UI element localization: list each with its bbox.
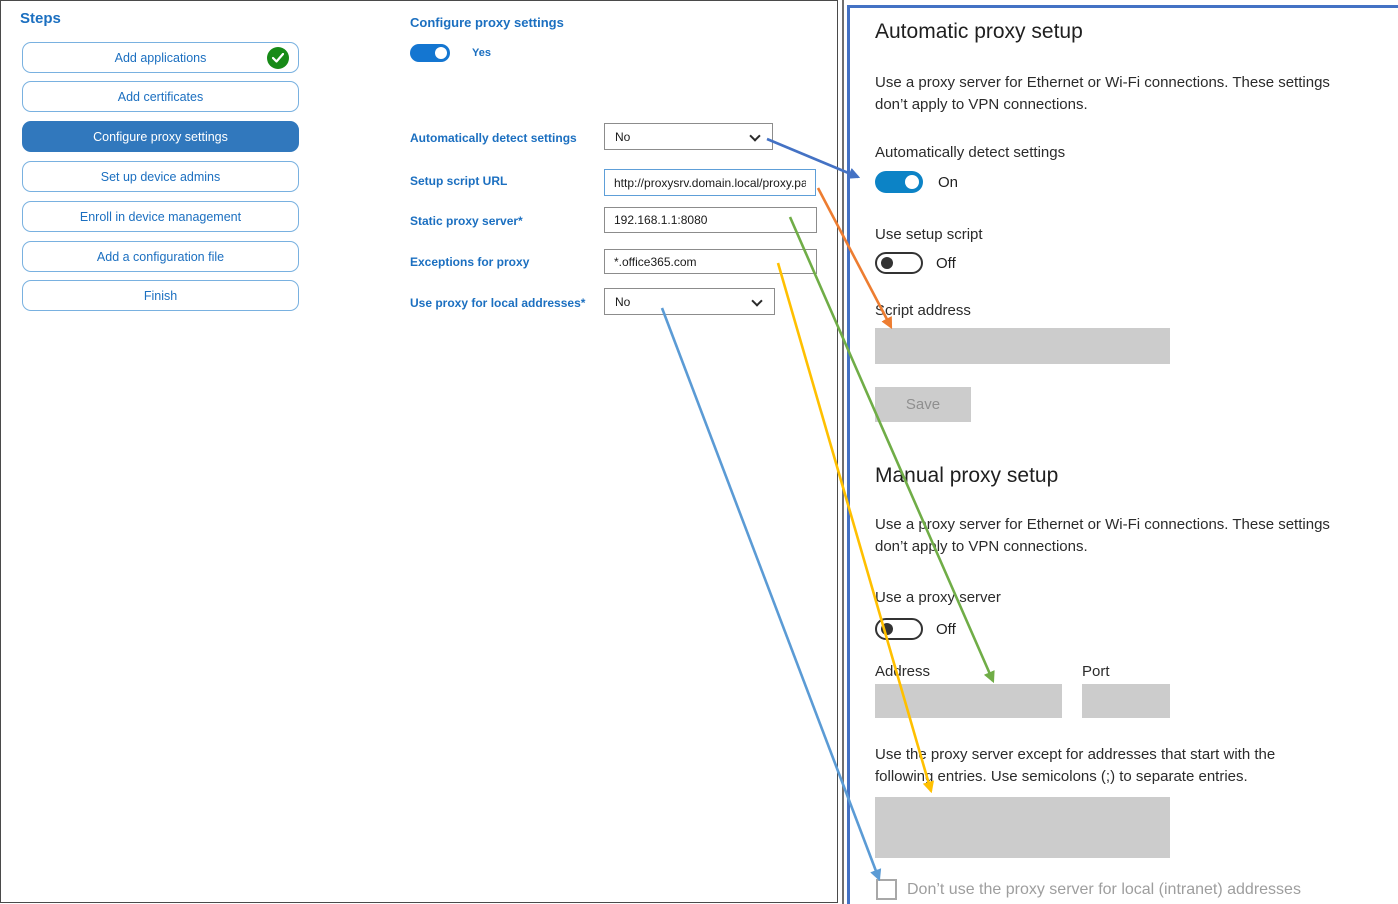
- save-button-label: Save: [905, 396, 941, 413]
- use-setup-script-state: Off: [936, 255, 956, 272]
- script-address-label: Script address: [875, 302, 971, 319]
- auto-detect-label: Automatically detect settings: [410, 131, 577, 145]
- setup-script-url-label: Setup script URL: [410, 174, 508, 188]
- configure-proxy-toggle[interactable]: [410, 44, 450, 62]
- setup-script-url-input[interactable]: [604, 169, 816, 196]
- dropdown-value: No: [615, 129, 631, 144]
- toggle-knob: [881, 623, 893, 635]
- use-proxy-server-toggle[interactable]: [875, 618, 923, 640]
- use-proxy-server-state: Off: [936, 621, 956, 638]
- sidebar-item-add-a-configuration-file[interactable]: Add a configuration file: [22, 241, 299, 272]
- steps-title: Steps: [20, 10, 61, 27]
- save-button[interactable]: Save: [875, 387, 971, 422]
- automatic-proxy-description: Use a proxy server for Ethernet or Wi-Fi…: [875, 74, 1330, 113]
- sidebar-item-add-applications[interactable]: Add applications: [22, 42, 299, 73]
- settings-local-checkbox[interactable]: [876, 879, 897, 900]
- use-setup-script-toggle[interactable]: [875, 252, 923, 274]
- local-addresses-label: Use proxy for local addresses*: [410, 296, 586, 310]
- port-label: Port: [1082, 663, 1110, 680]
- toggle-knob: [905, 175, 919, 189]
- step-label: Add applications: [114, 50, 207, 65]
- step-label: Enroll in device management: [79, 209, 242, 224]
- sidebar-item-add-certificates[interactable]: Add certificates: [22, 81, 299, 112]
- settings-auto-detect-label: Automatically detect settings: [875, 144, 1066, 161]
- settings-auto-detect-state: On: [938, 174, 959, 191]
- toggle-knob: [881, 257, 893, 269]
- configure-proxy-toggle-label: Yes: [472, 47, 491, 59]
- step-label: Set up device admins: [100, 169, 221, 184]
- settings-local-checkbox-label: Don’t use the proxy server for local (in…: [907, 881, 1301, 898]
- use-proxy-server-label: Use a proxy server: [875, 589, 1001, 606]
- static-proxy-input[interactable]: [604, 207, 817, 233]
- dropdown-value: No: [615, 294, 631, 309]
- automatic-proxy-heading: Automatic proxy setup: [875, 20, 1083, 43]
- step-label: Add certificates: [117, 89, 204, 104]
- proxy-exceptions-description: Use the proxy server except for addresse…: [875, 746, 1276, 785]
- exceptions-label: Exceptions for proxy: [410, 255, 530, 269]
- exceptions-input[interactable]: [604, 249, 817, 274]
- settings-exceptions-box[interactable]: [875, 797, 1170, 858]
- sidebar-item-enroll-in-device-management[interactable]: Enroll in device management: [22, 201, 299, 232]
- settings-port-box[interactable]: [1082, 684, 1170, 718]
- use-setup-script-label: Use setup script: [875, 226, 983, 243]
- local-addresses-dropdown[interactable]: No: [604, 288, 775, 315]
- settings-address-box[interactable]: [875, 684, 1062, 718]
- form-title: Configure proxy settings: [410, 15, 564, 30]
- static-proxy-label: Static proxy server*: [410, 214, 523, 228]
- step-label: Finish: [143, 288, 178, 303]
- address-label: Address: [875, 663, 931, 680]
- chevron-down-icon: [751, 295, 763, 307]
- settings-auto-detect-toggle[interactable]: [875, 171, 923, 193]
- completed-check-icon: [267, 47, 289, 69]
- auto-detect-dropdown[interactable]: No: [604, 123, 773, 150]
- sidebar-item-configure-proxy-settings[interactable]: Configure proxy settings: [22, 121, 299, 152]
- sidebar-item-finish[interactable]: Finish: [22, 280, 299, 311]
- toggle-knob: [435, 47, 447, 59]
- panel-divider: [842, 0, 844, 904]
- sidebar-item-set-up-device-admins[interactable]: Set up device admins: [22, 161, 299, 192]
- chevron-down-icon: [749, 130, 761, 142]
- settings-script-address-box[interactable]: [875, 328, 1170, 364]
- step-label: Configure proxy settings: [93, 129, 228, 144]
- manual-proxy-description: Use a proxy server for Ethernet or Wi-Fi…: [875, 516, 1330, 555]
- step-label: Add a configuration file: [96, 249, 225, 264]
- manual-proxy-heading: Manual proxy setup: [875, 464, 1059, 487]
